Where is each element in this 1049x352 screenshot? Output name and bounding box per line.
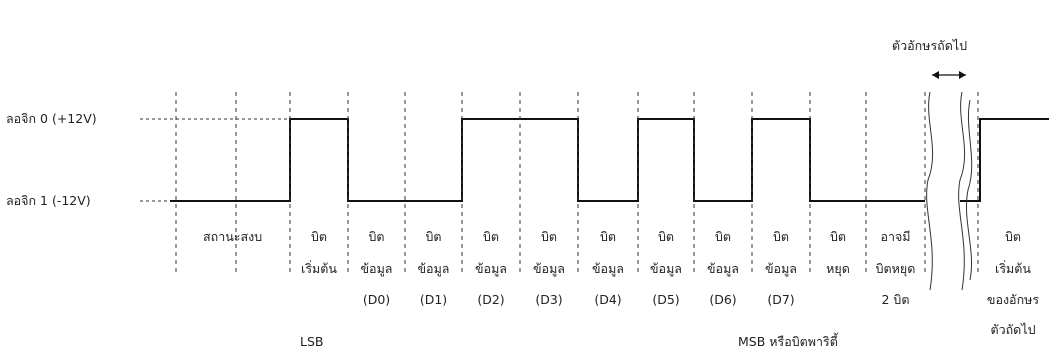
bit-cell-5-line-1: ข้อมูล	[592, 261, 624, 277]
bit-cell-8-line-1: ข้อมูล	[765, 261, 797, 277]
bit-cell-3-line-2: (D2)	[477, 292, 504, 307]
bit-cell-7-line-1: ข้อมูล	[707, 261, 739, 277]
break-mark-left	[926, 91, 934, 291]
bit-cell-1-line-2: (D0)	[363, 292, 390, 307]
bit-cell-4-line-0: บิต	[541, 229, 557, 244]
bit-cell-5-line-0: บิต	[600, 229, 616, 244]
break-mark-right-2	[965, 99, 973, 281]
wait-label-line2: ตัวอักษรถัดไป	[892, 38, 967, 53]
next-cell-line-2: ของอักษร	[987, 292, 1039, 307]
bit-cell-6-line-0: บิต	[658, 229, 674, 244]
break-mark-right	[958, 91, 966, 291]
lsb-label: LSB	[300, 334, 323, 349]
bit-cell-7-line-2: (D6)	[709, 292, 736, 307]
bit-cell-1-line-0: บิต	[368, 229, 384, 244]
bit-cell-2-line-0: บิต	[425, 229, 441, 244]
bit-cell-9-line-1: หยุด	[826, 261, 850, 277]
bit-cell-0-line-1: เริ่มต้น	[301, 260, 337, 276]
bit-cell-5-line-2: (D4)	[594, 292, 621, 307]
idle-label: สถานะสงบ	[203, 229, 262, 244]
bit-cell-10-line-0: อาจมี	[880, 229, 910, 244]
next-cell-line-3: ตัวถัดไป	[990, 322, 1035, 337]
bit-cell-4-line-2: (D3)	[535, 292, 562, 307]
bit-cell-10-line-1: บิตหยุด	[876, 261, 916, 277]
bit-cells: บิตเริ่มต้น บิตข้อมูล (D0) บิตข้อมูล (D1) บิต…	[301, 229, 915, 307]
bit-cell-3-line-1: ข้อมูล	[475, 261, 507, 277]
bit-cell-4-line-1: ข้อมูล	[533, 261, 565, 277]
bit-cell-10-line-2: 2 บิต	[882, 292, 910, 307]
bit-cell-6-line-1: ข้อมูล	[650, 261, 682, 277]
bit-cell-9-line-0: บิต	[830, 229, 846, 244]
signal-waveform	[170, 118, 1049, 202]
next-cell-line-0: บิต	[1005, 229, 1021, 244]
bit-cell-8-line-2: (D7)	[767, 292, 794, 307]
bit-cell-2-line-2: (D1)	[420, 292, 447, 307]
bit-cell-3-line-0: บิต	[483, 229, 499, 244]
bit-dividers	[175, 92, 979, 272]
msb-label: MSB หรือบิตพาริตี้	[738, 332, 839, 349]
bit-cell-2-line-1: ข้อมูล	[418, 261, 450, 277]
wait-period-arrow	[932, 71, 966, 79]
logic1-label: ลอจิก 1 (-12V)	[6, 193, 91, 208]
next-cell-line-1: เริ่มต้น	[995, 260, 1031, 276]
bit-cell-6-line-2: (D5)	[652, 292, 679, 307]
bit-cell-1-line-1: ข้อมูล	[361, 261, 393, 277]
bit-cell-0-line-0: บิต	[311, 229, 327, 244]
bit-cell-7-line-0: บิต	[715, 229, 731, 244]
bit-cell-8-line-0: บิต	[773, 229, 789, 244]
logic0-label: ลอจิก 0 (+12V)	[6, 111, 97, 126]
